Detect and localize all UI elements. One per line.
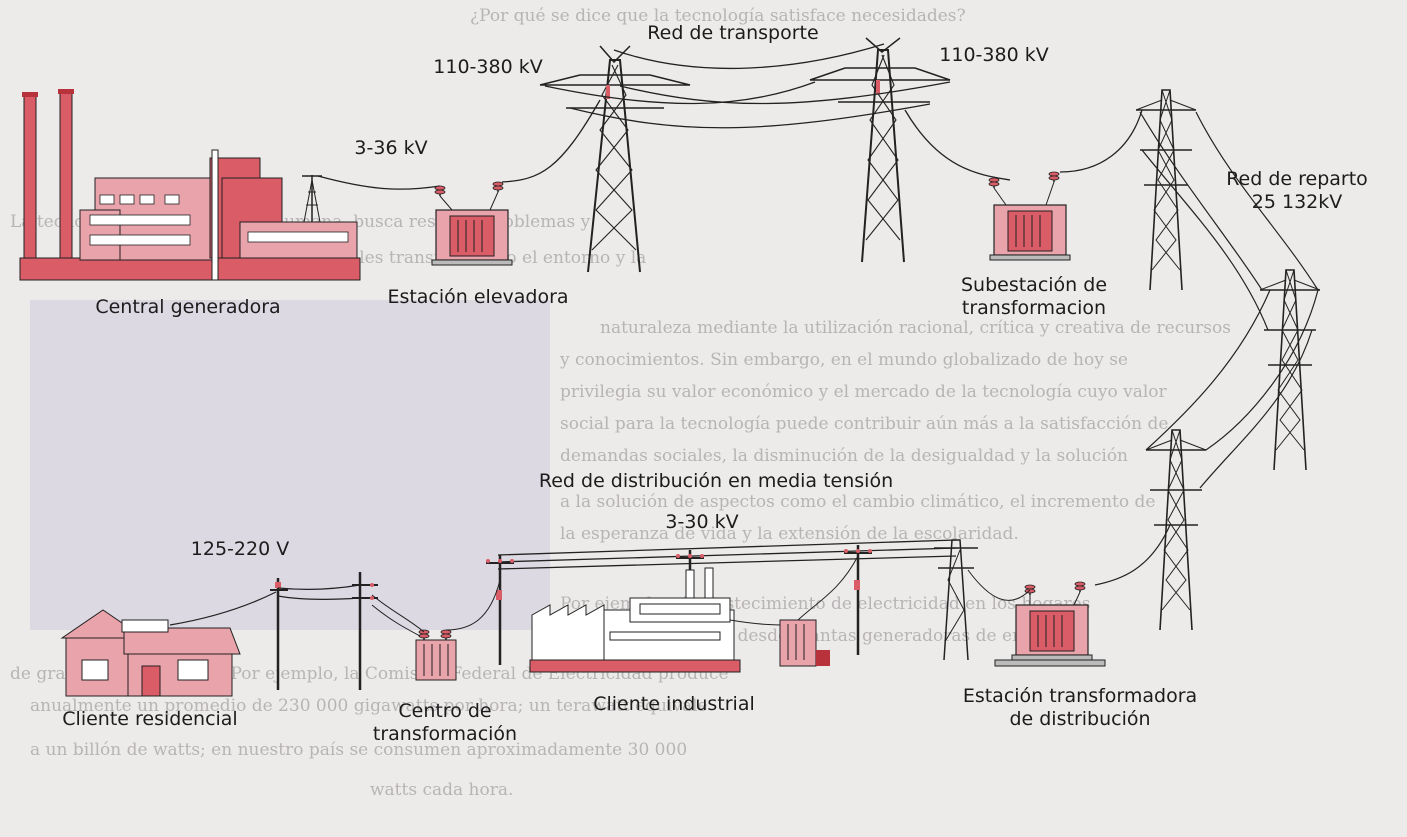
background-text-line: ¿Por qué se dice que la tecnología satis… — [470, 6, 966, 26]
transformation-center-icon — [371, 579, 501, 681]
label-subestacion: Subestación de transformacion — [961, 274, 1107, 320]
background-text-line: y conocimientos. Sin embargo, en el mund… — [560, 350, 1128, 370]
label-red-reparto: Red de reparto 25 132kV — [1226, 168, 1368, 214]
label-subestacion-line1: Subestación de — [960, 274, 1108, 296]
label-voltage-baja: 125-220 V — [190, 538, 290, 560]
background-text-line: demandas sociales, la disminución de la … — [560, 446, 1128, 466]
label-red-reparto-line1: Red de reparto — [1226, 168, 1368, 190]
label-voltage-generation: 3-36 kV — [354, 137, 428, 159]
label-red-transporte: Red de transporte — [647, 22, 819, 44]
background-text-line: watts cada hora. — [370, 780, 514, 800]
industrial-transformer-icon — [779, 555, 859, 667]
label-red-reparto-line2: 25 132kV — [1251, 190, 1343, 213]
background-text-line: la esperanza de vida y la extensión de l… — [560, 524, 1019, 544]
mv-pole-3 — [842, 543, 874, 657]
reparto-cables — [1094, 111, 1319, 586]
background-shade — [30, 300, 550, 630]
transmission-tower-right — [809, 37, 951, 263]
distribution-pylon-3 — [1145, 429, 1207, 631]
background-text-line: anualmente un promedio de 230 000 gigawa… — [30, 696, 708, 716]
background-text-line: social para la tecnología puede contribu… — [560, 414, 1169, 434]
transmission-tower-left — [539, 45, 691, 273]
label-subestacion-line2: transformacion — [961, 296, 1107, 319]
label-voltage-distribucion: 3-30 kV — [665, 511, 739, 533]
label-voltage-transporte-left: 110-380 kV — [433, 56, 543, 78]
medium-voltage-line — [497, 539, 957, 570]
label-centro-line1: Centro de — [398, 700, 492, 722]
label-voltage-transporte-right: 110-380 kV — [939, 44, 1049, 66]
background-text-line: a la solución de aspectos como el cambio… — [560, 492, 1156, 512]
background-text-line: naturaleza mediante la utilización racio… — [600, 318, 1231, 338]
distribution-pylon-2 — [1259, 269, 1321, 471]
label-central-generadora: Central generadora — [95, 296, 281, 318]
label-centro-line2: transformación — [372, 722, 518, 745]
substation-transformer-icon — [988, 109, 1143, 261]
label-estacion-dist-line2: de distribución — [1009, 707, 1151, 730]
power-plant-icon — [19, 89, 361, 281]
low-voltage-cables — [169, 584, 361, 626]
distribution-station-icon — [934, 539, 1106, 667]
background-text-line: privilegia su valor económico y el merca… — [560, 382, 1167, 402]
residential-client-icon — [60, 609, 241, 697]
label-red-distribucion: Red de distribución en media tensión — [538, 470, 894, 492]
label-cliente-residencial: Cliente residencial — [62, 708, 238, 730]
generation-line — [302, 175, 441, 223]
label-centro-transformacion: Centro de transformación — [373, 700, 517, 746]
lv-pole-1 — [270, 578, 288, 690]
transmission-cables — [544, 43, 1011, 181]
mv-pole-1 — [484, 553, 516, 667]
label-cliente-industrial: Cliente industrial — [593, 693, 755, 715]
label-estacion-elevadora: Estación elevadora — [387, 286, 569, 308]
label-estacion-distribucion: Estación transformadora de distribución — [963, 685, 1197, 731]
industrial-client-icon — [529, 567, 791, 673]
step-up-transformer-icon — [431, 99, 601, 266]
label-estacion-dist-line1: Estación transformadora — [962, 685, 1198, 707]
background-text-line: a un billón de watts; en nuestro país se… — [30, 740, 688, 760]
lv-pole-2 — [352, 572, 378, 690]
